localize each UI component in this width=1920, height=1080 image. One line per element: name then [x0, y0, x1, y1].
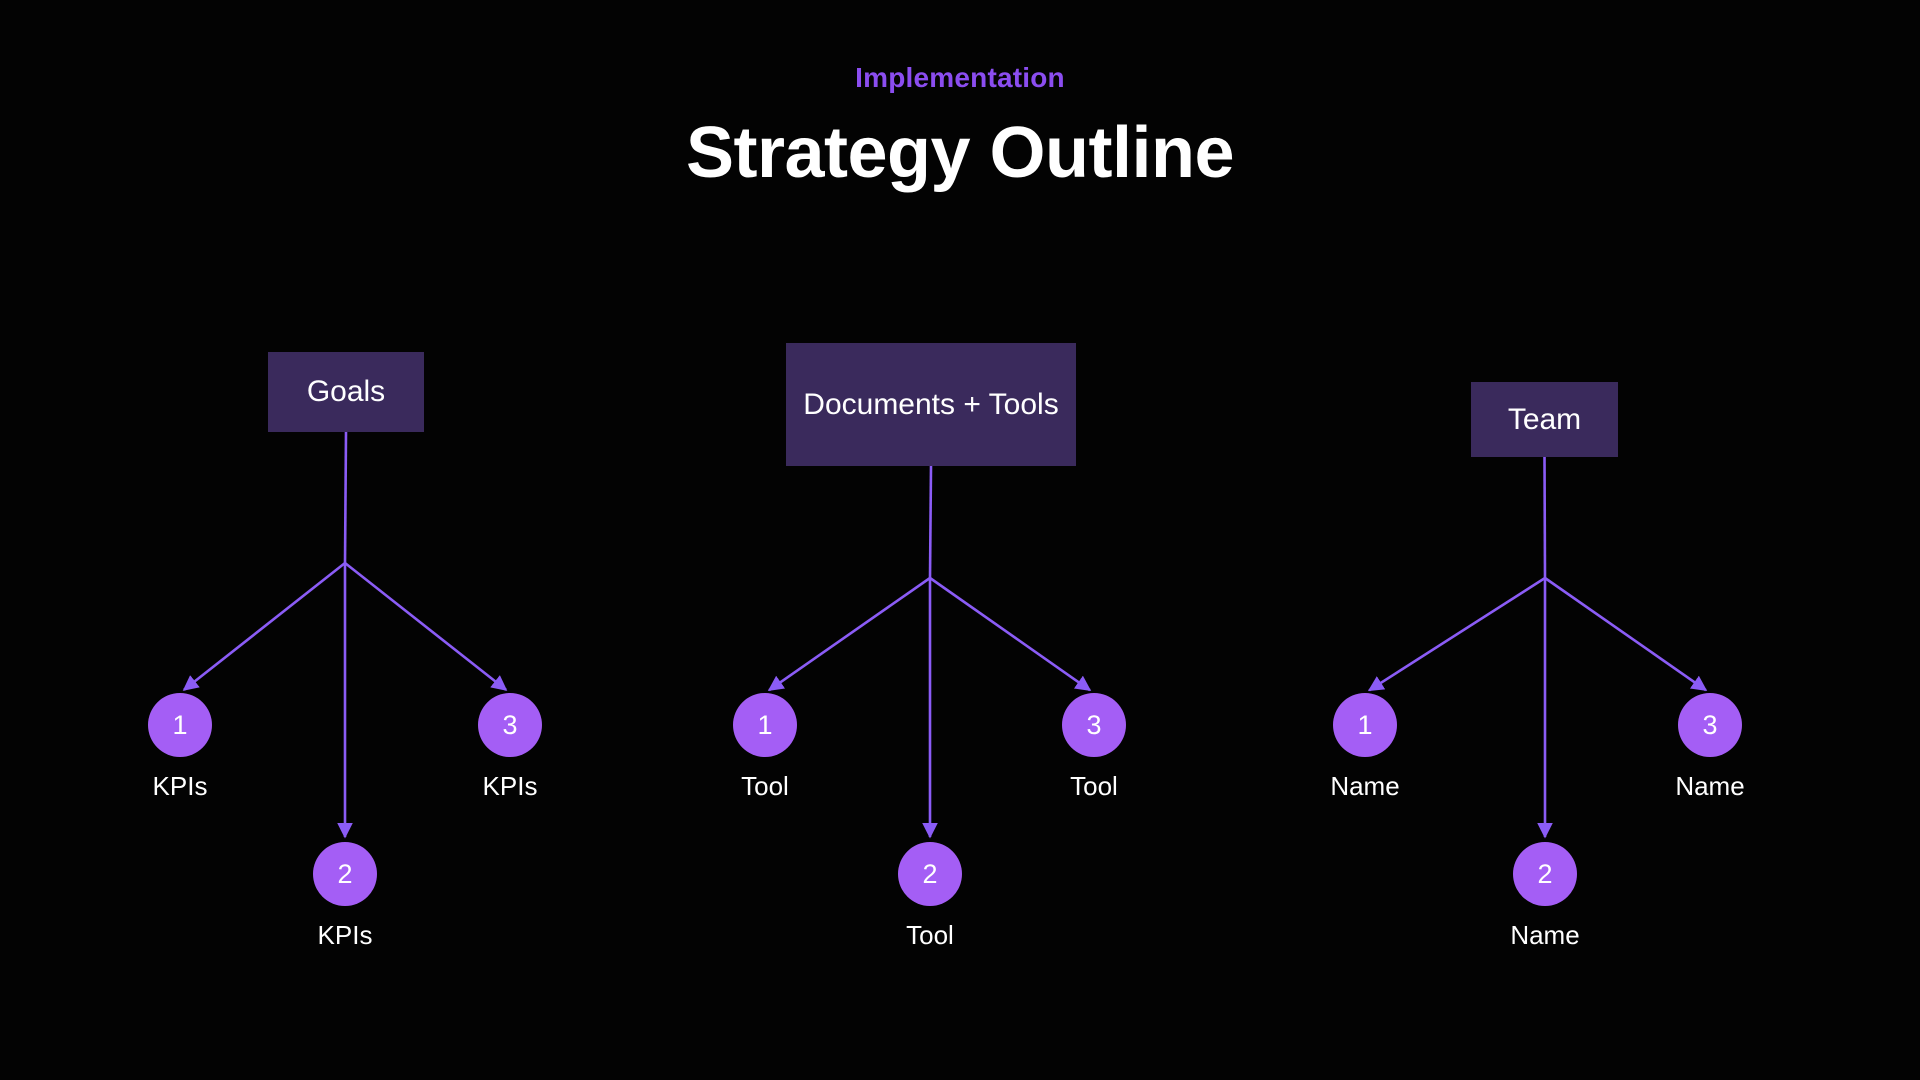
tree-root-label: Documents + Tools	[803, 387, 1059, 421]
leaf-label: Name	[1675, 771, 1745, 801]
leaf-number-badge: 1	[1333, 693, 1397, 757]
tree-root-box-goals[interactable]: Goals	[268, 352, 424, 432]
leaf-number-badge: 1	[148, 693, 212, 757]
leaf-number-badge: 3	[1678, 693, 1742, 757]
tree-trunk-documents-tools	[928, 465, 933, 579]
tree-trunk-goals	[343, 431, 348, 564]
leaf-label: KPIs	[482, 771, 538, 801]
tree-edge-goals-3	[344, 561, 508, 691]
tree-edge-goals-1	[182, 561, 346, 691]
leaf-label: KPIs	[317, 920, 373, 950]
slide-eyebrow: Implementation	[855, 62, 1065, 93]
tree-trunk-team	[1543, 456, 1547, 579]
leaf-label: Name	[1510, 920, 1580, 950]
tree-edge-documents-tools-3	[929, 576, 1092, 692]
tree-edge-team-3	[1544, 576, 1708, 692]
leaf-number-badge: 1	[733, 693, 797, 757]
leaf-number-badge: 3	[478, 693, 542, 757]
leaf-number-badge: 3	[1062, 693, 1126, 757]
tree-edge-documents-tools-1	[767, 576, 931, 692]
leaf-label: Tool	[741, 771, 789, 801]
tree-edge-team-1	[1367, 576, 1546, 692]
tree-root-box-team[interactable]: Team	[1471, 382, 1618, 457]
leaf-label: Tool	[1070, 771, 1118, 801]
leaf-number-badge: 2	[1513, 842, 1577, 906]
leaf-label: KPIs	[152, 771, 208, 801]
tree-root-box-documents-tools[interactable]: Documents + Tools	[786, 343, 1076, 466]
tree-root-label: Goals	[306, 375, 386, 409]
leaf-label: Tool	[906, 920, 954, 950]
leaf-number-badge: 2	[313, 842, 377, 906]
page-title: Strategy Outline	[685, 113, 1235, 193]
leaf-label: Name	[1330, 771, 1400, 801]
leaf-number-badge: 2	[898, 842, 962, 906]
tree-root-label: Team	[1507, 402, 1582, 436]
